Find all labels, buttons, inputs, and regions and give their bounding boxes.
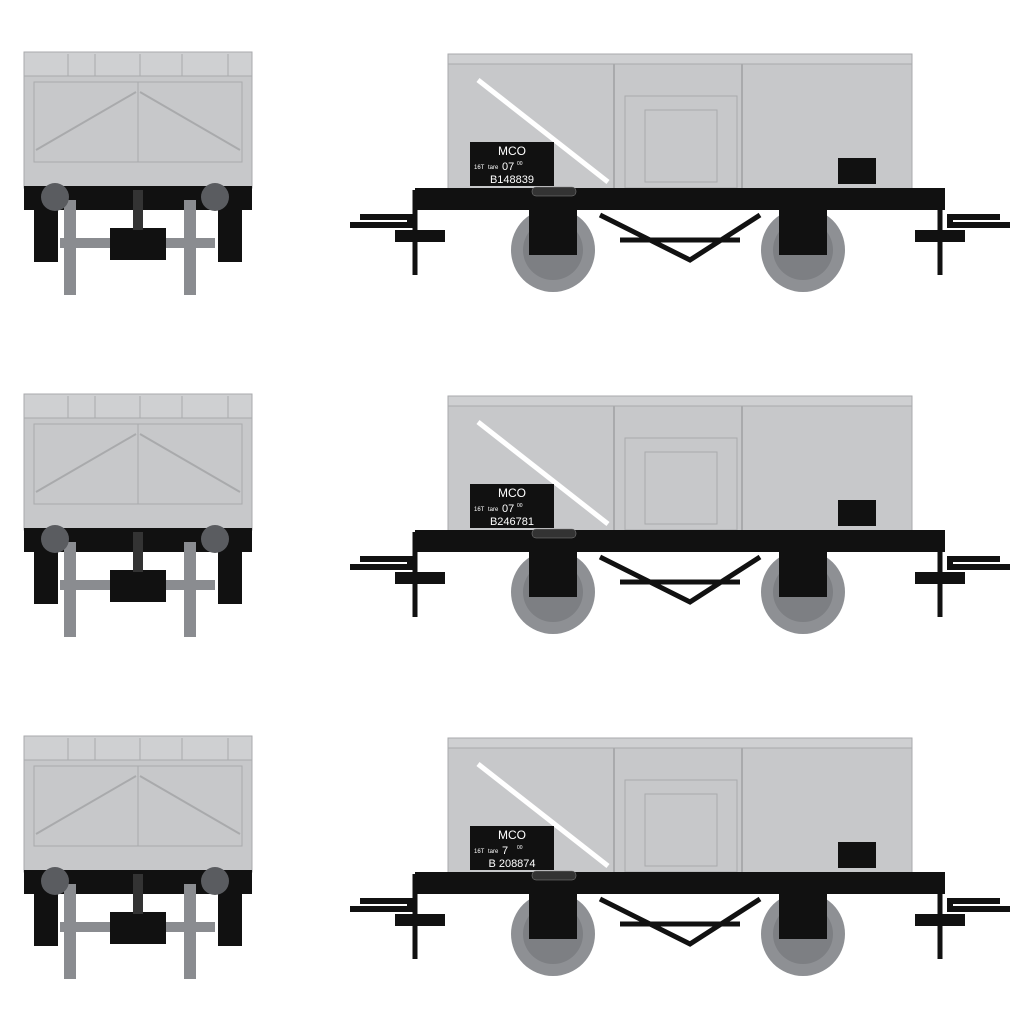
end-buffer [201,183,229,211]
solebar [415,188,945,210]
tare-label: tare [488,849,499,855]
number-panel-bg [470,142,554,186]
axlebox-guard [529,547,577,597]
data-panel [838,500,876,526]
end-coupling-block [110,228,166,260]
wagon-end-view [23,735,253,979]
side-top-rail [447,737,913,749]
axlebox-guard [779,205,827,255]
diagonal-stripe [476,762,610,868]
side-door-inner [644,451,718,525]
end-brace [35,433,241,493]
wagon-type: MCO [498,828,526,842]
tare-label: tare [488,507,499,513]
end-buffer [41,525,69,553]
left-step [395,572,445,584]
side-door-inner [644,109,718,183]
tare-label: tare [488,165,499,171]
axlebox-guard [779,889,827,939]
end-coupling-block [110,570,166,602]
end-spring [218,542,242,604]
axlebox-guard [779,547,827,597]
wagon-end-view [23,51,253,295]
tare-sub: 00 [517,503,523,509]
end-coupling-chain [133,874,143,914]
end-coupling-block [110,912,166,944]
end-brace [35,775,241,835]
wagon-number: B246781 [490,516,534,528]
number-panel-bg [470,826,554,870]
wagon-end-view [23,393,253,637]
end-coupling-chain [133,532,143,572]
end-top-rail [23,51,253,77]
wagon-type: MCO [498,486,526,500]
solebar-plate [531,870,577,881]
side-top-rail [447,395,913,407]
tare-value: 07 [502,161,514,173]
diagonal-stripe [476,420,610,526]
tare-value: 7 [502,845,508,857]
left-step [395,230,445,242]
wagon-capacity: 16T [474,849,485,855]
axlebox-guard [529,889,577,939]
data-panel [838,842,876,868]
brake-gear [598,896,762,947]
wagon-number: B 208874 [488,858,535,870]
data-panel [838,158,876,184]
wagon-capacity: 16T [474,507,485,513]
tare-sub: 00 [517,161,523,167]
tare-sub: 00 [517,845,523,851]
end-spring [218,884,242,946]
wagon-number: B148839 [490,174,534,186]
axlebox-guard [529,205,577,255]
solebar [415,872,945,894]
number-panel-bg [470,484,554,528]
end-buffer [201,867,229,895]
end-buffer [41,183,69,211]
side-top-rail [447,53,913,65]
end-coupling-chain [133,190,143,230]
solebar-plate [531,186,577,197]
wagon-type: MCO [498,144,526,158]
solebar [415,530,945,552]
end-brace [35,91,241,151]
end-buffer [201,525,229,553]
diagonal-stripe [476,78,610,184]
side-door-inner [644,793,718,867]
end-top-rail [23,393,253,419]
buffers [350,898,1010,912]
buffers [350,556,1010,570]
tare-value: 07 [502,503,514,515]
left-step [395,914,445,926]
end-spring [218,200,242,262]
end-buffer [41,867,69,895]
solebar-plate [531,528,577,539]
buffers [350,214,1010,228]
brake-gear [598,212,762,263]
wagon-capacity: 16T [474,165,485,171]
end-top-rail [23,735,253,761]
brake-gear [598,554,762,605]
